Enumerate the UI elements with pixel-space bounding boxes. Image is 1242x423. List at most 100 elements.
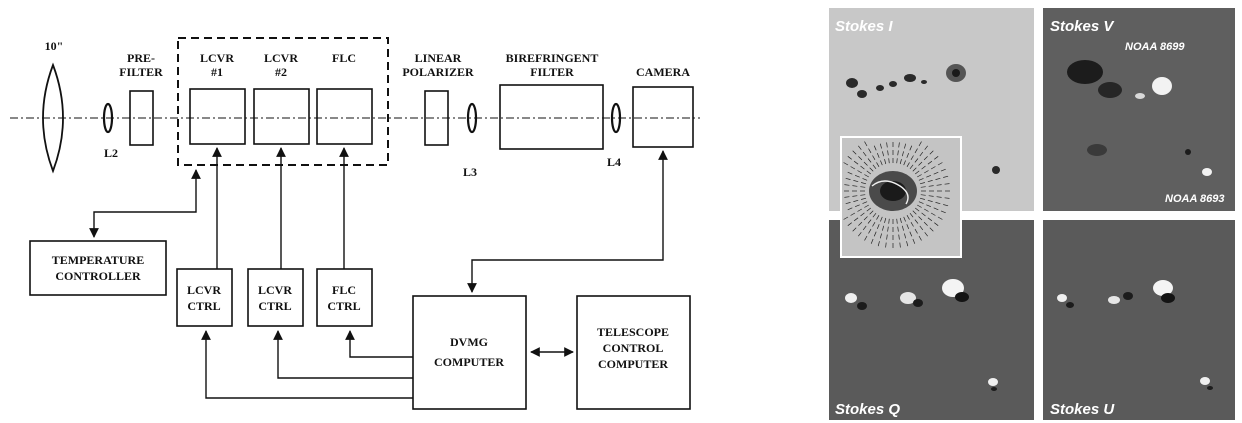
vector-stroke (930, 212, 936, 216)
vector-stroke (919, 151, 924, 157)
vector-stroke (928, 195, 934, 197)
vector-stroke (912, 167, 917, 172)
vector-stroke (863, 216, 868, 221)
vector-stroke (876, 152, 880, 158)
vector-stroke (920, 186, 926, 188)
vector-stroke (853, 160, 859, 165)
vector-stroke (899, 159, 902, 165)
vector-stroke (914, 158, 919, 163)
vector-stroke (934, 222, 939, 226)
vector-stroke (868, 228, 872, 234)
vector-stroke (888, 218, 890, 224)
vector-stroke (853, 217, 859, 222)
lcvr1-label: LCVR (200, 51, 234, 65)
vector-stroke (919, 225, 924, 231)
temperature-enclosure (177, 37, 389, 166)
vector-stroke (903, 216, 906, 222)
prefilter-label-2: FILTER (119, 65, 163, 79)
flc-label: FLC (332, 51, 356, 65)
vector-stroke (857, 170, 862, 174)
temp-link (89, 169, 201, 238)
vector-stroke (906, 215, 910, 220)
vector-stroke (869, 210, 874, 215)
flc-ctrl-label: FLC (332, 283, 356, 297)
vector-stroke (843, 216, 849, 220)
stokes-i-label: Stokes I (835, 18, 893, 35)
flc-box (316, 88, 373, 145)
vector-stroke (872, 212, 877, 218)
vector-stroke (899, 217, 902, 223)
vector-stroke (928, 185, 934, 187)
vector-stroke (897, 226, 899, 232)
vector-stroke (940, 210, 946, 214)
vector-stroke (862, 178, 868, 181)
lcvr2-ctrl-label: LCVR (258, 283, 292, 297)
vector-stroke (926, 174, 932, 178)
vector-stroke (909, 164, 914, 170)
vector-stroke (927, 199, 933, 202)
dvmg-to-lcvr1 (201, 330, 413, 399)
stokes-u-panel (1043, 220, 1235, 420)
vector-stroke (843, 162, 849, 166)
connections (89, 147, 668, 399)
vector-stroke (857, 208, 862, 212)
vector-stroke (919, 182, 925, 185)
vector-stroke (909, 231, 913, 237)
vector-stroke (886, 142, 888, 148)
vector-stroke (910, 222, 914, 227)
vector-stroke (887, 150, 889, 156)
vector-stroke (860, 212, 865, 217)
vector-stroke (876, 162, 880, 167)
vector-stroke (861, 197, 867, 200)
vector-stroke (920, 194, 926, 196)
lens-l4-label: L4 (607, 155, 621, 169)
linear-polarizer-label-2: POLARIZER (402, 65, 474, 79)
noaa-8699-annotation: NOAA 8699 (1125, 41, 1185, 53)
vector-stroke (885, 242, 887, 248)
vector-stroke (918, 178, 924, 181)
birefringent-label: BIREFRINGENT (506, 51, 599, 65)
vector-stroke (924, 208, 929, 212)
camera-label: CAMERA (636, 65, 690, 79)
lcvr1-ctrl-label-2: CTRL (187, 299, 220, 313)
vector-stroke (923, 156, 928, 161)
lens-l4-icon (610, 102, 622, 134)
vector-stroke (914, 207, 920, 212)
vector-stroke (934, 156, 939, 160)
vector-stroke (845, 202, 851, 205)
flc-ctrl-box (316, 268, 373, 327)
vector-stroke (918, 216, 923, 221)
dvmg-to-lcvr2 (273, 330, 413, 379)
vector-stroke (921, 212, 926, 217)
vector-stroke (876, 215, 880, 220)
lcvr1-ctrl-label: LCVR (187, 283, 221, 297)
vector-stroke (937, 162, 943, 166)
tcc-label-2: CONTROL (603, 341, 664, 355)
vector-stroke (847, 222, 852, 226)
vector-stroke (854, 174, 860, 178)
vector-stroke (850, 166, 856, 170)
vector-stroke (910, 155, 914, 160)
camera-link (467, 150, 668, 293)
vector-stroke (869, 167, 874, 172)
camera-box (632, 86, 694, 148)
vector-stroke (872, 222, 876, 227)
vector-stroke (853, 180, 859, 183)
vector-stroke (886, 234, 888, 240)
vector-stroke (904, 233, 907, 239)
vector-stroke (862, 201, 868, 204)
vector-stroke (877, 241, 880, 247)
vector-stroke (864, 141, 868, 147)
lcvr2-label: LCVR (264, 51, 298, 65)
vector-stroke (917, 204, 922, 208)
vector-stroke (884, 217, 887, 223)
vector-stroke (909, 212, 914, 218)
vector-stroke (847, 171, 853, 175)
vector-stroke (912, 238, 916, 244)
vector-stroke (914, 228, 918, 234)
tcc-label: TELESCOPE (597, 325, 669, 339)
vector-stroke (923, 221, 928, 226)
vector-stroke (870, 238, 874, 244)
vector-stroke (844, 184, 850, 186)
linear-polarizer-label: LINEAR (415, 51, 462, 65)
